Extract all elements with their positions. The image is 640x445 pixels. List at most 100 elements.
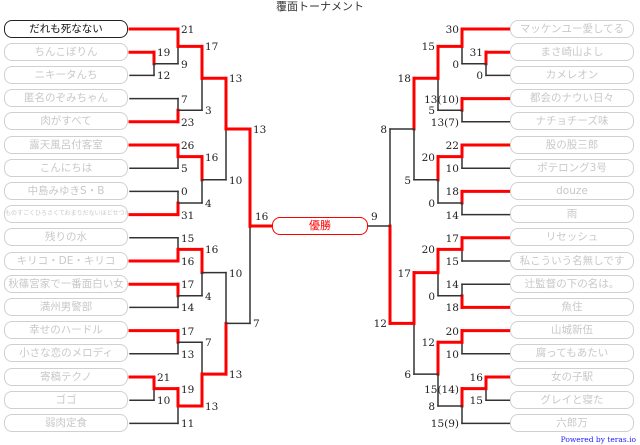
left-entrant[interactable]: 幸せのハードル	[4, 321, 128, 340]
match-score: 6	[404, 369, 411, 382]
right-entrant[interactable]: 雨	[510, 205, 634, 224]
right-entrant[interactable]: カメレオン	[510, 65, 634, 84]
right-entrant[interactable]: 都会のナウい日々	[510, 89, 634, 108]
match-score: 4	[205, 198, 212, 210]
right-entrant[interactable]: ポテロング3号	[510, 158, 634, 177]
match-score: 10	[445, 163, 459, 176]
match-score: 14	[181, 302, 195, 315]
left-entrant[interactable]: 中島みゆきS・B	[4, 181, 128, 200]
match-score: 12	[421, 337, 435, 350]
powered-by-link[interactable]: Powered by teras.io	[560, 435, 636, 444]
match-score: 17	[445, 232, 459, 245]
match-score: 23	[181, 116, 195, 129]
match-score: 0	[476, 70, 483, 83]
right-entrant[interactable]: ナチョチーズ味	[510, 112, 634, 131]
match-score: 19	[157, 47, 171, 60]
match-score: 13	[229, 73, 243, 86]
match-score: 15	[181, 232, 195, 245]
match-score: 9	[181, 58, 188, 71]
match-score: 0	[428, 290, 435, 303]
match-score: 5	[428, 105, 435, 118]
left-entrant[interactable]: こんにちは	[4, 158, 128, 177]
match-score: 21	[157, 372, 171, 384]
match-score: 30	[445, 24, 459, 36]
match-score: 0	[452, 58, 459, 71]
left-entrant[interactable]: ものすごくひろさくておまりだないほどせつない	[4, 205, 128, 224]
match-score: 14	[445, 209, 459, 222]
right-entrant[interactable]: まさ崎山よし	[510, 42, 634, 61]
right-entrant[interactable]: 魚住	[510, 297, 634, 316]
left-entrant[interactable]: ちんこぼりん	[4, 42, 128, 61]
match-score: 31	[469, 47, 483, 60]
left-entrant[interactable]: だれも死なない	[4, 19, 128, 38]
right-entrant[interactable]: リセッシュ	[510, 228, 634, 247]
left-entrant[interactable]: 寄稿テクノ	[4, 367, 128, 386]
right-entrant[interactable]: 私こういう名無しです	[510, 251, 634, 270]
match-score: 13	[181, 348, 195, 361]
match-score: 17	[181, 325, 195, 338]
match-score: 3	[205, 105, 212, 118]
match-score: 31	[181, 209, 195, 222]
match-score: 19	[181, 383, 195, 396]
match-score: 8	[380, 124, 387, 137]
left-entrant[interactable]: 匿名のぞみちゃん	[4, 89, 128, 108]
match-score: 20	[445, 325, 459, 338]
left-entrant[interactable]: ゴゴ	[4, 390, 128, 409]
left-entrant[interactable]: 残りの水	[4, 228, 128, 247]
match-score: 13	[205, 401, 219, 413]
match-score: 17	[205, 41, 219, 54]
match-score: 0	[181, 186, 188, 199]
match-score: 13(10)	[424, 93, 459, 106]
left-entrant[interactable]: キリコ・DE・キリコ	[4, 251, 128, 270]
left-entrant[interactable]: 満州男警部	[4, 297, 128, 316]
right-entrant[interactable]: douze	[510, 181, 634, 200]
match-score: 20	[421, 151, 435, 164]
final-score-left: 16	[255, 211, 269, 223]
match-score: 26	[181, 140, 195, 152]
match-score: 10	[229, 174, 243, 187]
match-score: 0	[428, 198, 435, 210]
match-score: 10	[157, 395, 171, 408]
match-score: 7	[253, 318, 260, 331]
match-score: 11	[181, 418, 195, 431]
right-entrant[interactable]: 山城新伍	[510, 321, 634, 340]
left-entrant[interactable]: 小さな恋のメロディ	[4, 344, 128, 363]
match-score: 10	[445, 348, 459, 361]
right-entrant[interactable]: マッケンユー愛してる	[510, 19, 634, 38]
match-score: 16	[181, 256, 195, 268]
right-entrant[interactable]: 股の股三郎	[510, 135, 634, 154]
match-score: 12	[373, 318, 387, 331]
right-entrant[interactable]: 女の子駅	[510, 367, 634, 386]
match-score: 13(7)	[430, 116, 459, 129]
final-score-right: 9	[371, 211, 378, 223]
left-entrant[interactable]: 秋篠宮家で一番面白い女	[4, 274, 128, 293]
match-score: 8	[428, 401, 435, 413]
match-score: 18	[445, 186, 459, 199]
match-score: 13	[229, 369, 243, 382]
match-score: 5	[404, 174, 411, 187]
match-score: 18	[397, 73, 411, 86]
right-entrant[interactable]: 六郎万	[510, 413, 634, 432]
match-score: 7	[181, 93, 188, 106]
match-score: 7	[205, 337, 212, 350]
match-score: 16	[205, 151, 219, 164]
match-score: 15	[421, 41, 435, 54]
match-score: 15	[445, 256, 459, 268]
match-score: 10	[229, 267, 243, 280]
left-entrant[interactable]: 露天風呂付客室	[4, 135, 128, 154]
match-score: 17	[181, 279, 195, 292]
match-score: 20	[421, 244, 435, 257]
right-entrant[interactable]: 腐ってもあたい	[510, 344, 634, 363]
champion-box[interactable]: 優勝	[272, 217, 368, 235]
left-entrant[interactable]: 弱肉定食	[4, 413, 128, 432]
match-score: 4	[205, 290, 212, 303]
match-score: 16	[469, 372, 483, 384]
match-score: 22	[445, 140, 459, 152]
right-entrant[interactable]: グレイと寝た	[510, 390, 634, 409]
left-entrant[interactable]: 肉がすべて	[4, 112, 128, 131]
right-entrant[interactable]: 辻監督の下の名は。	[510, 274, 634, 293]
match-score: 13	[253, 124, 267, 137]
left-entrant[interactable]: ニキータんち	[4, 65, 128, 84]
tournament-title: 覆面トーナメント	[276, 0, 364, 13]
